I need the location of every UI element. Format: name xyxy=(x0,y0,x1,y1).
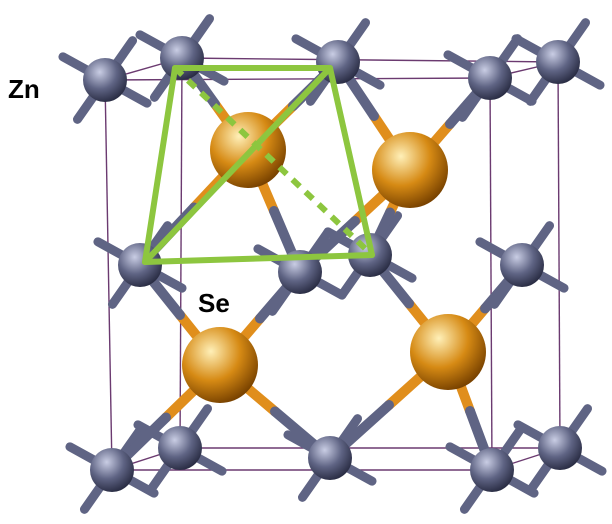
se-label: Se xyxy=(198,288,230,318)
se-atom xyxy=(372,132,448,208)
cell-edge xyxy=(179,57,183,449)
se-atom xyxy=(410,314,486,390)
atoms xyxy=(83,36,582,492)
zn-atom xyxy=(536,40,580,84)
tetrahedron-edge xyxy=(142,65,178,265)
cell-edge xyxy=(104,79,113,471)
tetrahedron-edge xyxy=(327,65,375,258)
tetrahedron-outline xyxy=(142,65,375,265)
zn-atom xyxy=(538,426,582,470)
zn-atom xyxy=(83,58,127,102)
zn-atom xyxy=(308,436,352,480)
zn-atom xyxy=(468,56,512,100)
zn-atom xyxy=(500,243,544,287)
zn-atom xyxy=(158,426,202,470)
tetrahedron-edge xyxy=(142,65,333,265)
cell-edge xyxy=(489,77,493,471)
zn-atom xyxy=(278,250,322,294)
zn-atom xyxy=(470,448,514,492)
tetrahedron-edge xyxy=(142,252,375,265)
se-atom xyxy=(182,327,258,403)
cell-edge xyxy=(557,61,561,449)
zn-atom xyxy=(90,448,134,492)
zn-label: Zn xyxy=(8,74,40,104)
tetrahedron-hidden-edge xyxy=(172,65,375,258)
